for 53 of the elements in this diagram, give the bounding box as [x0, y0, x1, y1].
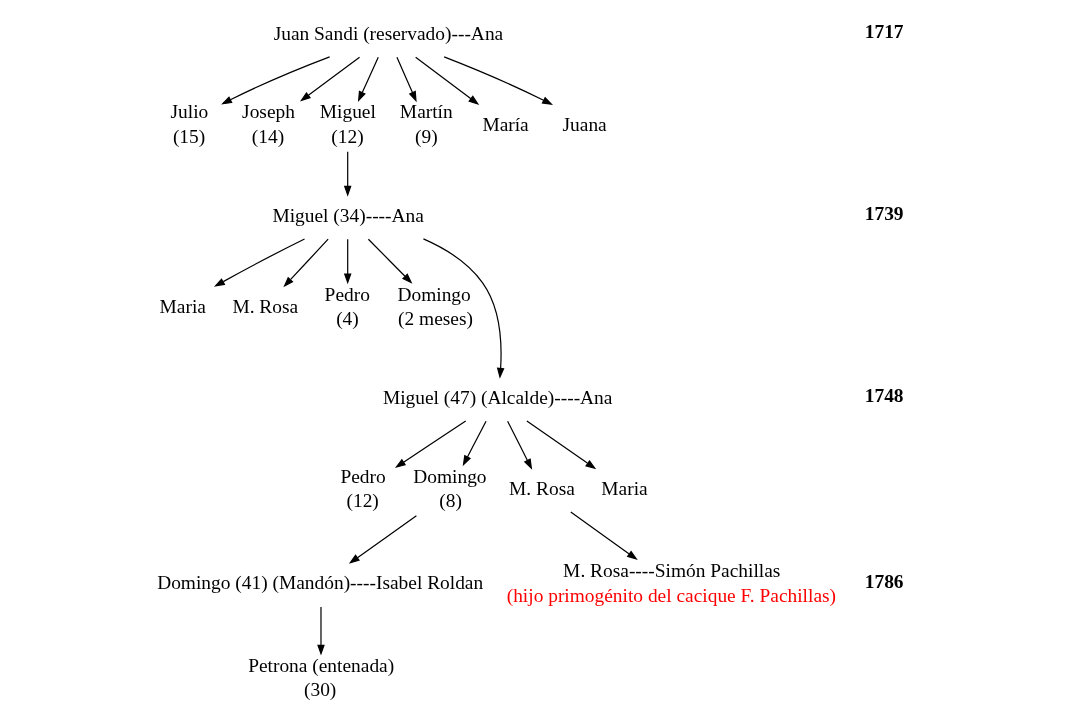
- node-label: (hijo primogénito del cacique F. Pachillas): [506, 584, 837, 606]
- label: 1717: [864, 21, 904, 43]
- arrow: [221, 56, 331, 105]
- node-label: (12): [331, 125, 364, 147]
- node-label: (14): [251, 125, 285, 147]
- arrow: [415, 56, 480, 105]
- node-text: M. Rosa: [509, 477, 575, 499]
- label: 1786: [864, 571, 904, 593]
- arrow: [507, 420, 533, 470]
- node-text: Juana: [562, 113, 607, 135]
- arrow: [367, 238, 413, 284]
- node-text: Miguel (34)----Ana: [272, 204, 424, 226]
- node-label: (30): [304, 679, 337, 701]
- node-text: Petrona (entenada): [248, 654, 395, 676]
- node-text: M. Rosa: [232, 295, 299, 317]
- node-label: (9): [415, 125, 438, 147]
- node-text: Maria: [601, 477, 648, 499]
- node-text: Domingo: [413, 465, 487, 487]
- arrow: [396, 56, 417, 103]
- node-label: (8): [439, 489, 462, 511]
- arrow: [443, 56, 553, 106]
- node-text: Miguel (47) (Alcalde)----Ana: [382, 386, 613, 408]
- node-label: (4): [336, 307, 359, 329]
- node-label: (2 meses): [398, 307, 473, 329]
- node-text: Martín: [399, 101, 453, 123]
- arrow: [283, 238, 329, 288]
- arrow: [394, 420, 467, 468]
- arrow: [317, 606, 325, 656]
- node-text: Maria: [159, 295, 206, 317]
- arrow: [357, 56, 379, 103]
- node-text: Juan Sandi (reservado)---Ana: [273, 22, 504, 44]
- arrow: [570, 511, 638, 561]
- arrow: [462, 420, 487, 467]
- node-label: (12): [346, 489, 379, 511]
- node-text: Pedro: [324, 283, 370, 305]
- arrow: [422, 238, 505, 379]
- arrow: [343, 151, 352, 197]
- arrow: [348, 515, 417, 564]
- arrow: [526, 420, 597, 470]
- arrow: [343, 238, 352, 285]
- arrow: [213, 238, 306, 287]
- node-label: (15): [172, 125, 206, 147]
- node-text: Domingo (41) (Mandón)----Isabel Roldan: [157, 572, 484, 594]
- node-text: María: [482, 113, 529, 135]
- label: 1748: [864, 385, 904, 407]
- arrow: [299, 56, 361, 102]
- label: 1739: [864, 203, 904, 225]
- node-text: M. Rosa----Simón Pachillas: [563, 560, 781, 582]
- node-text: Domingo: [397, 283, 471, 305]
- node-text: Joseph: [242, 101, 295, 123]
- node-text: Julio: [170, 101, 209, 123]
- node-text: Miguel: [319, 101, 376, 123]
- node-text: Pedro: [340, 465, 386, 487]
